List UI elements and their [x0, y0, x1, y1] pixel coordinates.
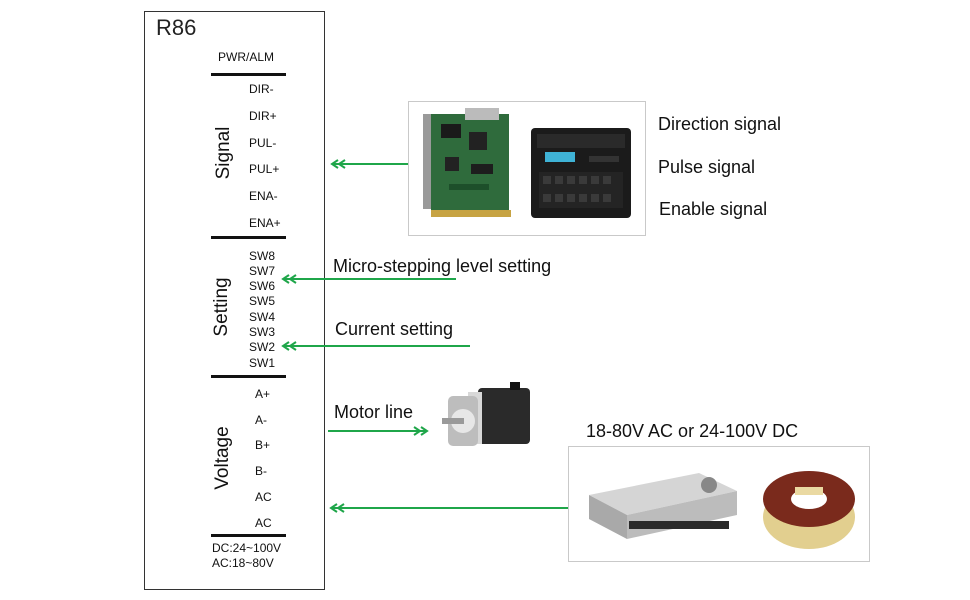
pin-pul-minus: PUL- — [249, 136, 277, 150]
spec-ac: AC:18~80V — [212, 556, 274, 570]
separator — [211, 534, 286, 537]
switch-sw6: SW6 — [249, 279, 276, 293]
switch-sw2: SW2 — [249, 340, 276, 354]
current-setting-label: Current setting — [335, 319, 454, 339]
pulse-signal-label: Pulse signal — [658, 157, 756, 177]
switch-sw5: SW5 — [249, 294, 276, 308]
pin-b-plus: B+ — [255, 438, 271, 452]
pin-a-minus: A- — [255, 413, 267, 427]
arrow-controller — [330, 159, 408, 169]
enable-signal-label: Enable signal — [659, 199, 768, 219]
pwr-alm-label: PWR/ALM — [218, 50, 275, 64]
plc-icon — [531, 128, 631, 218]
pin-ena-plus: ENA+ — [249, 216, 281, 230]
arrow-motor — [328, 426, 429, 436]
switch-sw3: SW3 — [249, 325, 276, 339]
pin-b-minus: B- — [255, 464, 267, 478]
arrow-power — [329, 503, 568, 513]
switch-sw8: SW8 — [249, 249, 276, 263]
driver-panel — [144, 11, 325, 590]
driver-model: R86 — [156, 15, 197, 40]
motor-line-label: Motor line — [334, 402, 414, 422]
arrow-microstep — [281, 274, 456, 284]
separator — [211, 73, 286, 76]
pin-dir-minus: DIR- — [249, 82, 274, 96]
pin-a-plus: A+ — [255, 387, 271, 401]
direction-signal-label: Direction signal — [658, 114, 782, 134]
pin-dir-plus: DIR+ — [249, 109, 277, 123]
power-supply-image-box — [568, 446, 870, 562]
controller-images — [423, 108, 631, 218]
spec-dc: DC:24~100V — [212, 541, 282, 555]
microstep-setting-label: Micro-stepping level setting — [333, 256, 552, 276]
controller-image-box — [408, 101, 646, 236]
switch-sw4: SW4 — [249, 310, 276, 324]
pin-ac-1: AC — [255, 490, 272, 504]
separator — [211, 375, 286, 378]
motion-card-icon — [423, 108, 511, 217]
toroidal-transformer-icon — [763, 471, 855, 549]
pin-ac-2: AC — [255, 516, 272, 530]
switch-sw1: SW1 — [249, 356, 276, 370]
arrow-current — [281, 341, 470, 351]
switch-sw7: SW7 — [249, 264, 276, 278]
power-supply-images — [589, 471, 855, 549]
separator — [211, 236, 286, 239]
stepper-motor-icon — [442, 382, 530, 446]
power-supply-label: 18-80V AC or 24-100V DC — [586, 421, 799, 441]
switching-power-supply-icon — [589, 473, 737, 539]
pin-ena-minus: ENA- — [249, 189, 278, 203]
pin-pul-plus: PUL+ — [249, 162, 280, 176]
